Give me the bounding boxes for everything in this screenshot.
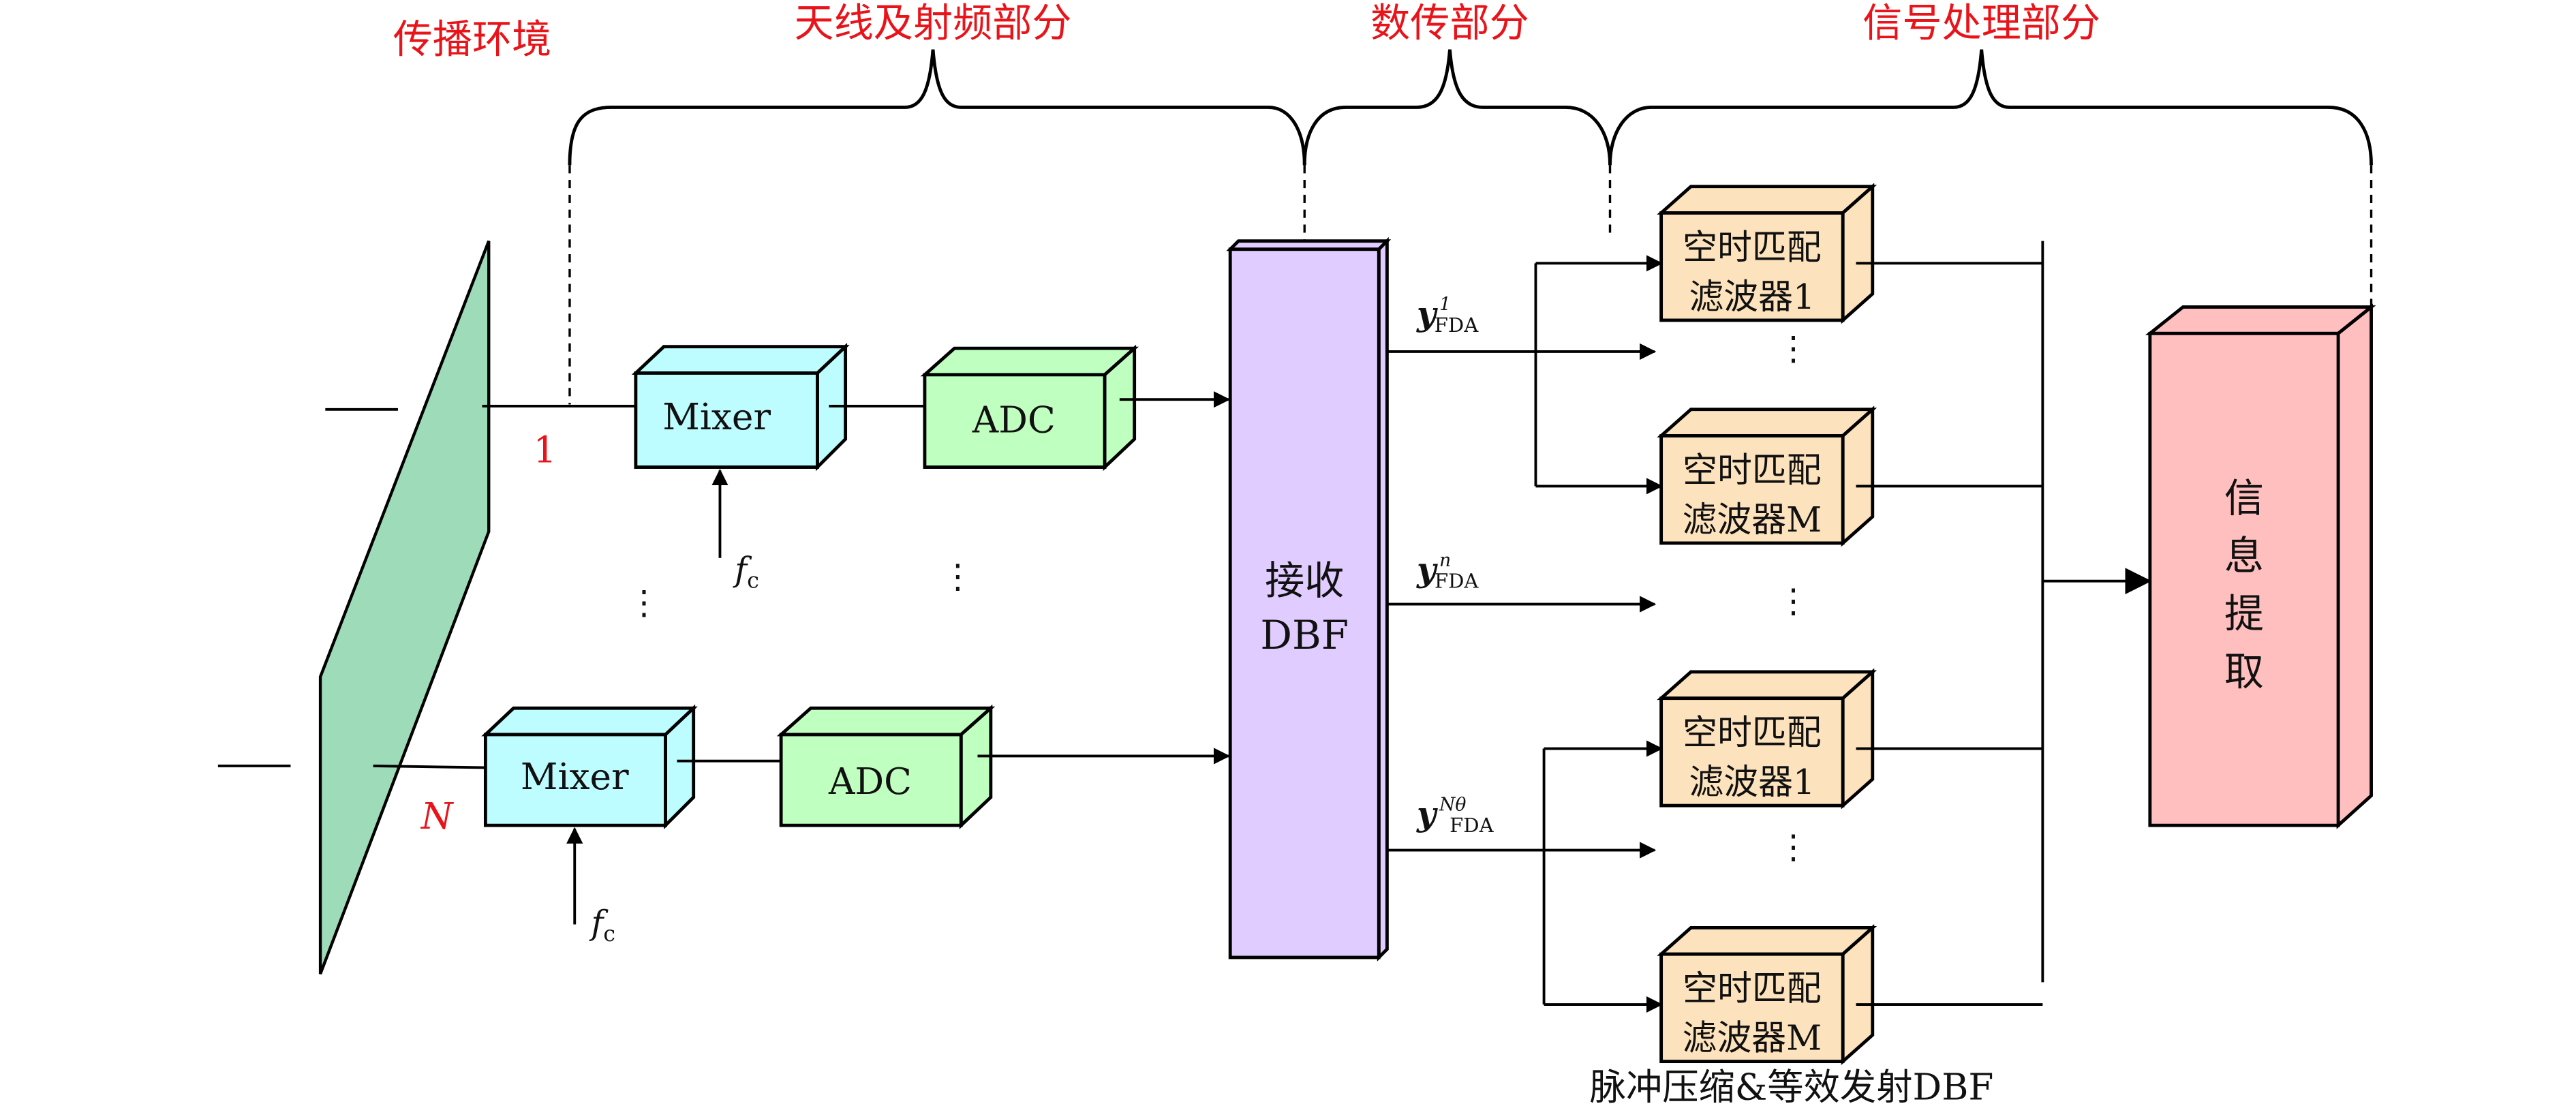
section-title-data-transfer: 数传部分 [1370,0,1529,46]
filter-label-line2: 滤波器1 [1689,762,1815,802]
info-char: 提 [2224,591,2264,637]
mixer-block: Mixer [481,704,698,830]
feed-line [373,765,486,769]
brace-data-transfer [1302,49,1612,166]
mixer-label: Mixer [662,396,771,438]
info-char: 息 [2224,533,2264,579]
ellipsis: ⋮ [628,584,660,622]
section-title-propagation: 传播环境 [393,16,552,63]
info-char: 取 [2224,648,2264,694]
dbf-label-line1: 接收 [1265,557,1344,604]
mixer-block: Mixer [631,343,850,472]
filter-label-line1: 空时匹配 [1683,968,1821,1009]
adc-block: ADC [920,344,1139,472]
caption-pulse-compression: 脉冲压缩&等效发射DBF [1590,1066,1994,1106]
dbf-label-line2: DBF [1260,612,1349,658]
filter-label-line2: 滤波器1 [1689,277,1815,317]
channel-label-first: 1 [534,429,557,471]
lo-label: fc [733,551,759,594]
brace-antenna-rf [568,49,1306,166]
filter-label-line1: 空时匹配 [1683,713,1821,753]
ellipsis: ⋮ [941,557,974,596]
ellipsis: ⋮ [1777,583,1809,621]
filter-label-line2: 滤波器M [1683,500,1822,540]
channel-label-last: N [420,795,455,838]
filter-label-line1: 空时匹配 [1683,227,1821,267]
section-title-antenna-rf: 天线及射频部分 [795,0,1072,46]
lo-label: fc [589,904,615,947]
info-extraction-block: 信 息 提 取 [2145,303,2376,829]
filter-label-line2: 滤波器M [1683,1018,1822,1058]
section-title-signal-processing: 信号处理部分 [1862,0,2100,46]
ellipsis: ⋮ [1777,330,1809,368]
info-char: 信 [2224,475,2264,521]
ellipsis: ⋮ [1777,829,1809,867]
brace-signal-processing [1608,49,2373,166]
adc-label: ADC [972,399,1056,442]
antenna-array-panel [318,240,491,974]
filter-label-line1: 空时匹配 [1683,450,1821,490]
receive-dbf-block: 接收 DBF [1226,236,1392,962]
adc-label: ADC [828,761,912,803]
adc-block: ADC [776,704,996,829]
mixer-label: Mixer [521,756,629,798]
